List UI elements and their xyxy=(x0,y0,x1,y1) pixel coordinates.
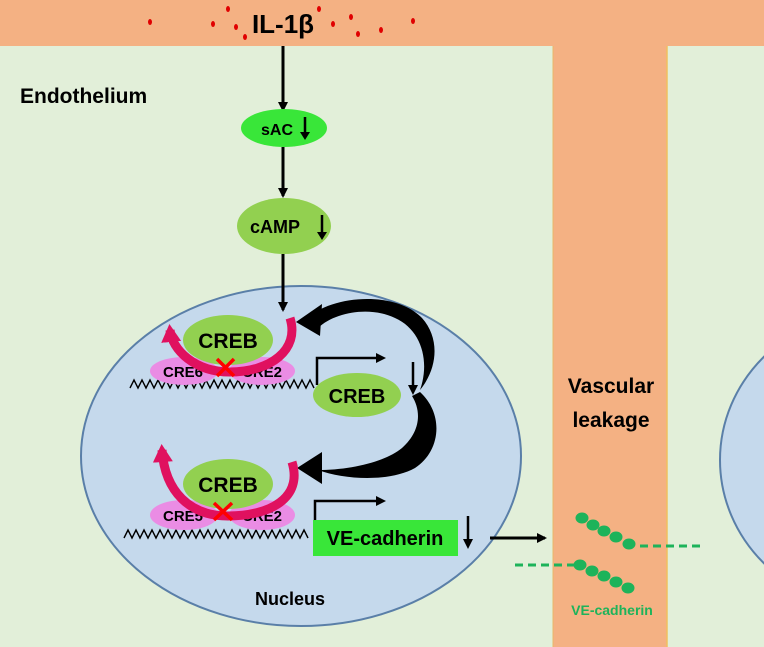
gap-label-line2: leakage xyxy=(572,409,649,432)
junction-label: VE-cadherin xyxy=(571,602,653,618)
creb-bottom-label: CREB xyxy=(198,474,258,497)
creb-top-node xyxy=(183,315,273,365)
inhibition-x-top-icon xyxy=(215,357,236,378)
camp-label: cAMP xyxy=(250,217,300,237)
ligand-label: IL-1β xyxy=(252,9,314,39)
camp-node xyxy=(237,198,331,254)
feedback-arc-lower xyxy=(318,392,437,478)
feedback-arrowhead-upper-icon xyxy=(296,304,322,336)
transcription-arrow-top-icon xyxy=(315,353,386,385)
cadherin-chain-lower xyxy=(573,559,635,594)
sac-down-arrow-icon xyxy=(300,117,310,140)
feedback-arrowhead-lower-icon xyxy=(297,452,322,484)
creb-top-label: CREB xyxy=(198,330,258,353)
ve-cadherin-product-label: VE-cadherin xyxy=(327,528,444,550)
cre6-label: CRE6 xyxy=(163,364,203,381)
nucleus-label: Nucleus xyxy=(255,589,325,609)
cadherin-chain-upper xyxy=(575,512,636,550)
creb-product-down-arrow-icon xyxy=(408,362,418,395)
cell-label: Endothelium xyxy=(20,85,147,108)
neighbour-nucleus xyxy=(719,355,764,565)
creb-product-node xyxy=(313,373,401,417)
sac-label: sAC xyxy=(261,122,293,139)
feedback-arc-upper xyxy=(305,299,435,390)
ve-cadherin-product-box xyxy=(313,520,458,556)
dna-strand-top xyxy=(129,378,315,390)
nucleus xyxy=(80,285,522,627)
inhibition-x-bottom-icon xyxy=(212,501,234,522)
camp-down-arrow-icon xyxy=(317,215,327,240)
creb-product-label: CREB xyxy=(329,386,386,408)
ve-cadherin-down-arrow-icon xyxy=(463,516,473,549)
gap-label-line1: Vascular xyxy=(568,375,654,398)
ligand-dots xyxy=(148,6,415,40)
top-membrane xyxy=(0,0,764,46)
dna-strand-bottom xyxy=(123,528,309,540)
creb-bottom-node xyxy=(183,459,273,509)
intercellular-gap xyxy=(553,46,667,647)
transcription-arrow-bottom-icon xyxy=(313,496,386,525)
